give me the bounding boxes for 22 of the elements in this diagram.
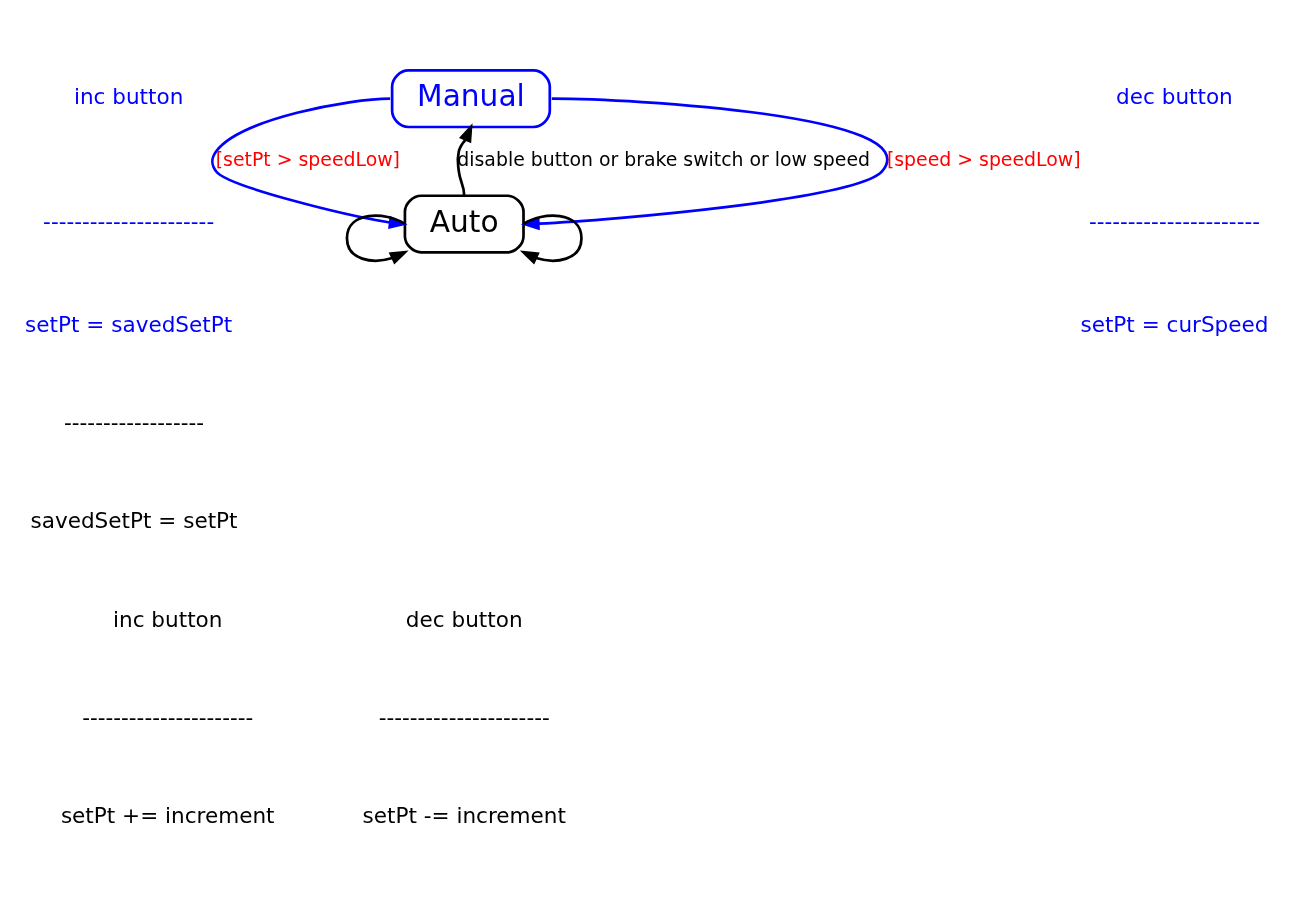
arrow bbox=[519, 213, 583, 265]
label: dec button bbox=[1116, 83, 1233, 109]
label: inc button bbox=[73, 83, 184, 109]
label: setPt = savedSetPt bbox=[25, 311, 233, 337]
arrow bbox=[520, 96, 888, 230]
edge-label: disable button or brake switch or low speed bbox=[457, 147, 871, 170]
arrow bbox=[456, 122, 473, 196]
label: setPt = curSpeed bbox=[1080, 311, 1269, 337]
label: setPt -= increment bbox=[362, 802, 566, 828]
label: setPt += increment bbox=[60, 802, 275, 828]
label: ---------------------- bbox=[82, 704, 254, 730]
node-box: Auto bbox=[403, 193, 525, 254]
label: ---------------------- bbox=[1088, 208, 1260, 234]
label: savedSetPt = setPt bbox=[30, 507, 238, 533]
label: inc button bbox=[113, 606, 223, 632]
edge-label: [setPt > speedLow] bbox=[215, 147, 400, 170]
label: ------------------ bbox=[64, 409, 205, 435]
edge-label: [speed > speedLow] bbox=[886, 147, 1081, 170]
node-box: Manual bbox=[390, 68, 552, 128]
label: ---------------------- bbox=[378, 704, 550, 730]
label: dec button bbox=[405, 606, 523, 632]
label: ---------------------- bbox=[43, 208, 215, 234]
